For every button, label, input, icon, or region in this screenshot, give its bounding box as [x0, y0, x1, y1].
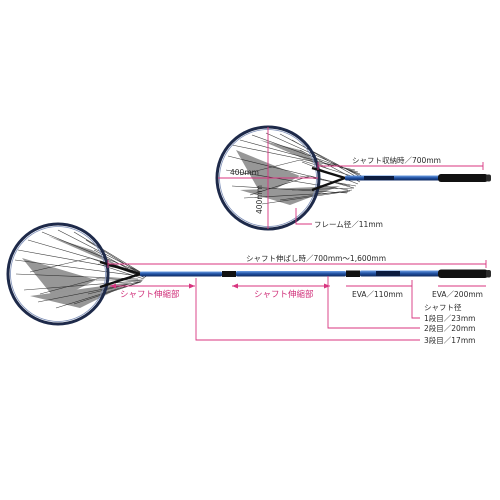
shaft-section-2 — [236, 271, 346, 277]
label-extended-length: シャフト伸ばし時／700mm〜1,600mm — [246, 253, 386, 263]
shaft-bottom-label-band — [376, 271, 400, 276]
leader-stage-3 — [195, 278, 420, 341]
grip-bottom — [438, 269, 488, 278]
label-stage-1: 1段目／23mm — [424, 313, 475, 323]
label-telescopic-b: シャフト伸縮部 — [254, 289, 314, 300]
shaft-top-label-band — [364, 176, 394, 180]
label-shaft-diameter: シャフト径 — [424, 302, 462, 312]
label-frame-diameter: フレーム径／11mm — [314, 219, 383, 229]
label-telescopic-a: シャフト伸縮部 — [120, 289, 180, 300]
end-cap-top — [486, 174, 491, 182]
label-stage-2: 2段目／20mm — [424, 323, 475, 333]
shaft-joint-1 — [222, 271, 236, 277]
grip-top — [438, 174, 488, 182]
dim-frame-diameter-leader — [295, 208, 312, 225]
end-cap-bottom — [486, 270, 491, 278]
leader-stage-2 — [327, 276, 420, 329]
net-extended — [6, 222, 491, 326]
label-frame-height: 400mm — [255, 185, 264, 214]
leader-stage-1 — [411, 280, 420, 319]
label-eva-200: EVA／200mm — [432, 290, 483, 299]
label-stage-3: 3段目／17mm — [424, 335, 475, 345]
shaft-joint-2 — [346, 270, 360, 277]
net-hoop-bottom — [6, 222, 110, 326]
shaft-section-3 — [140, 271, 222, 277]
dims-top — [218, 127, 484, 229]
label-stowed-length: シャフト収納時／700mm — [352, 155, 441, 165]
label-eva-110: EVA／110mm — [352, 290, 403, 299]
net-hoop-bottom-inner — [10, 226, 106, 322]
dims-bottom — [107, 260, 487, 341]
net-mesh-bottom-fill — [22, 236, 132, 308]
label-frame-width: 400mm — [230, 168, 259, 177]
